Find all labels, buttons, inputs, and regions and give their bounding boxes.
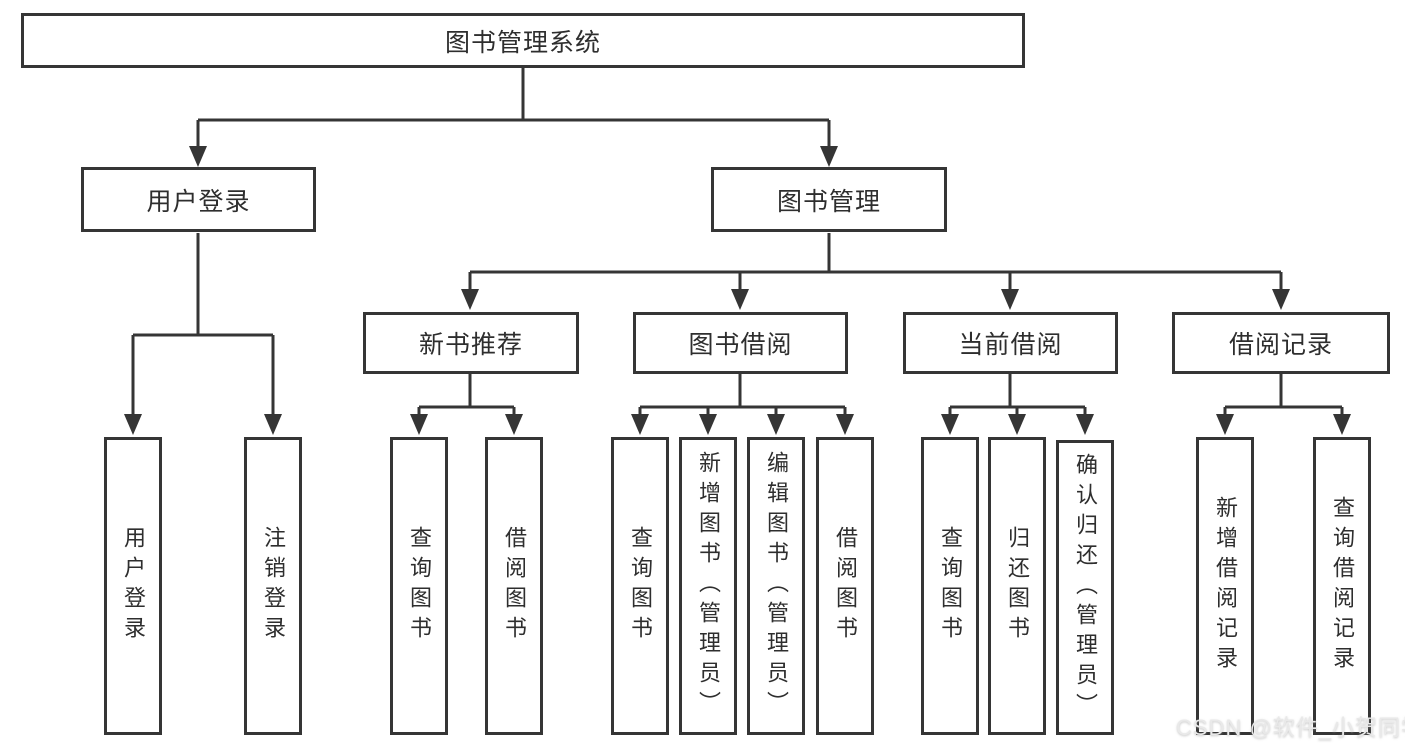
node-label: 当前借阅 [958,331,1063,359]
node-label: 借阅记录 [1228,331,1333,359]
node-label: 编辑图书（管理员） [764,451,789,721]
node-label: 注销登录 [261,526,286,646]
node-label: 新书推荐 [418,331,523,359]
arrow-down-icon [1333,414,1351,435]
arrow-down-icon [1001,289,1019,310]
leaf-newbook-borrow-books: 借阅图书 [485,437,543,735]
leaf-current-query-books: 查询图书 [921,437,979,735]
leaf-add-book-admin: 新增图书（管理员） [679,437,737,735]
leaf-newbook-query-books: 查询图书 [390,437,448,735]
leaf-return-books: 归还图书 [988,437,1046,735]
arrow-down-icon [1272,289,1290,310]
node-label: 用户登录 [146,187,251,216]
node-book-borrowing: 图书借阅 [633,312,848,374]
node-label: 确认归还（管理员） [1073,452,1098,723]
leaf-query-borrow-record: 查询借阅记录 [1313,437,1371,735]
arrow-down-icon [505,414,523,435]
node-label: 用户登录 [121,526,146,646]
arrow-down-icon [836,414,854,435]
leaf-add-borrow-record: 新增借阅记录 [1196,437,1254,735]
arrow-down-icon [699,414,717,435]
node-label: 查询图书 [938,526,963,646]
arrow-down-icon [189,146,207,167]
node-user-login: 用户登录 [81,167,316,232]
arrow-down-icon [941,414,959,435]
leaf-edit-book-admin: 编辑图书（管理员） [747,437,805,735]
node-label: 图书管理 [776,187,881,216]
node-borrowing-records: 借阅记录 [1172,312,1390,374]
leaf-logout-login: 注销登录 [244,437,302,735]
arrow-down-icon [631,414,649,435]
leaf-user-login: 用户登录 [104,437,162,735]
node-label: 借阅图书 [833,526,858,646]
arrow-down-icon [124,414,142,435]
node-label: 新增借阅记录 [1213,496,1238,676]
connector-bus-lines [133,68,1342,409]
arrow-down-icon [1216,414,1234,435]
node-current-borrowing: 当前借阅 [903,312,1118,374]
arrow-down-icon [410,414,428,435]
node-label: 图书借阅 [688,331,793,359]
node-label: 归还图书 [1005,526,1030,646]
arrow-down-icon [731,289,749,310]
node-label: 查询图书 [628,526,653,646]
arrow-down-icon [264,414,282,435]
leaf-borrowing-query-books: 查询图书 [611,437,669,735]
node-book-management: 图书管理 [711,167,947,232]
node-label: 借阅图书 [502,526,527,646]
leaf-confirm-return-admin: 确认归还（管理员） [1056,440,1114,735]
node-label: 查询图书 [407,526,432,646]
arrow-down-icon [1008,414,1026,435]
connector-arrowheads [124,146,1351,435]
arrow-down-icon [820,146,838,167]
csdn-watermark: CSDN @软件_小贺同学 [1176,715,1405,740]
node-label: 图书管理系统 [444,28,601,57]
arrow-down-icon [767,414,785,435]
node-new-book-recommendation: 新书推荐 [363,312,579,374]
leaf-borrowing-borrow-books: 借阅图书 [816,437,874,735]
node-library-management-system: 图书管理系统 [21,13,1025,68]
arrow-down-icon [1076,414,1094,435]
node-label: 查询借阅记录 [1330,496,1355,676]
node-label: 新增图书（管理员） [696,451,721,721]
arrow-down-icon [461,289,479,310]
